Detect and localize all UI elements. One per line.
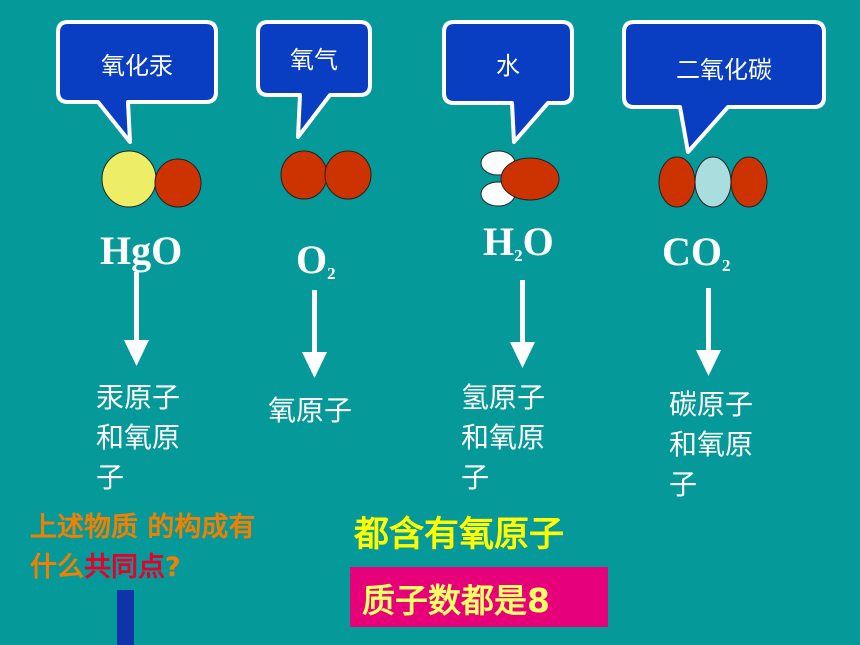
answer-proton-number: 质子数都是8	[362, 581, 550, 620]
down-arrow-icon	[124, 340, 149, 366]
bubble-label-carbon-dioxide: 二氧化碳	[676, 56, 772, 84]
desc-carbon-dioxide: 碳原子 和氧原 子	[669, 388, 754, 501]
oxygen-atom	[154, 158, 202, 208]
answer-contains-oxygen: 都含有氧原子	[354, 515, 565, 555]
desc-oxygen: 氧原子	[268, 394, 353, 427]
oxygen-atom	[280, 150, 328, 200]
question-line1: 上述物质 的构成有	[30, 512, 256, 543]
down-arrow-icon	[696, 350, 721, 376]
formula-carbon-dioxide: CO2	[662, 229, 731, 275]
bubble-oxygen	[256, 20, 372, 139]
bubble-label-water: 水	[496, 52, 520, 80]
oxygen-atom	[324, 150, 372, 200]
desc-water: 氢原子 和氧原 子	[461, 381, 546, 494]
formula-water: H2O	[483, 219, 554, 265]
bubble-mercury-oxide	[56, 20, 218, 144]
oxygen-atom	[730, 156, 768, 208]
answer-box	[350, 567, 608, 627]
bubble-water	[442, 20, 574, 144]
decorative-bar	[117, 590, 134, 645]
question-line2: 什么共同点?	[30, 552, 181, 583]
carbon-atom	[694, 156, 732, 208]
mercury-atom	[101, 150, 157, 208]
formula-oxygen: O2	[296, 237, 336, 283]
down-arrow-icon	[510, 342, 535, 368]
bubble-label-oxygen: 氧气	[290, 46, 338, 74]
highlight-common-point: 共同点	[84, 552, 165, 583]
formula-mercury-oxide: HgO	[100, 228, 183, 273]
oxygen-atom	[500, 157, 560, 201]
down-arrow-icon	[302, 352, 327, 378]
desc-mercury-oxide: 汞原子 和氧原 子	[96, 381, 181, 494]
oxygen-atom	[658, 156, 696, 208]
bubble-carbon-dioxide	[622, 20, 826, 154]
bubble-label-mercury-oxide: 氧化汞	[101, 52, 173, 80]
